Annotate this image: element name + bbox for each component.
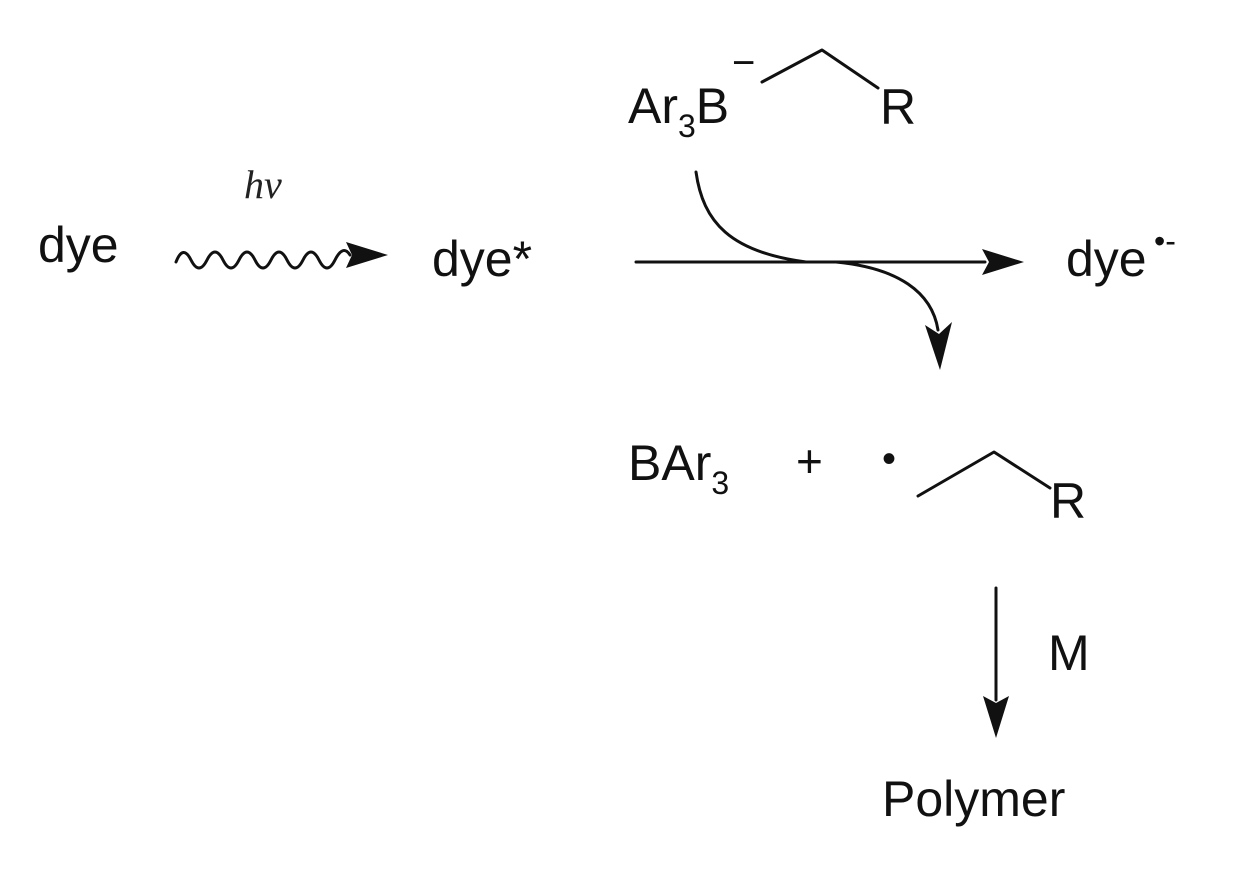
radical-anion-superscript: •- (1154, 223, 1176, 259)
dye-radical-anion: dye •- (1066, 223, 1176, 287)
fragmentation-products: BAr3 + • R (628, 435, 1086, 529)
reactant-dye: dye (38, 217, 119, 273)
borate-methylene-bond (760, 48, 880, 90)
radical-alkyl-bond (916, 450, 1052, 498)
svg-text:Ar3B: Ar3B (628, 78, 729, 144)
excited-dye: dye* (432, 231, 532, 287)
excitation-arrow (174, 242, 388, 270)
borate-structure: Ar3B − R (628, 41, 916, 144)
radical-substituent-r: R (1050, 473, 1086, 529)
polymerization-arrowhead (983, 696, 1009, 738)
plus-sign: + (796, 435, 823, 487)
borate-aryl: Ar (628, 78, 678, 134)
excitation-label-hv: hv (244, 162, 282, 207)
borane: BAr (628, 435, 711, 491)
borate-incoming-curved-arrow (694, 170, 808, 264)
main-arrowhead (982, 249, 1024, 275)
fragmentation-curved-arrow (834, 260, 952, 370)
electron-transfer-arrow (634, 249, 1024, 275)
excitation-arrowhead (346, 242, 388, 268)
borate-aryl-subscript: 3 (678, 108, 696, 144)
borate-boron: B (696, 78, 729, 134)
polymerization-arrow (983, 586, 1009, 738)
fragmentation-arrowhead (925, 322, 952, 370)
radical-dot: • (882, 437, 896, 481)
fragmentation-arc (834, 260, 940, 332)
monomer-label: M (1048, 625, 1090, 681)
borate-substituent-r: R (880, 79, 916, 135)
product-polymer: Polymer (882, 771, 1065, 827)
radical-anion-dye: dye (1066, 231, 1147, 287)
borate-negative-charge: − (732, 41, 755, 85)
wavy-line (174, 249, 352, 270)
borane-subscript: 3 (711, 465, 729, 501)
svg-text:BAr3: BAr3 (628, 435, 729, 501)
